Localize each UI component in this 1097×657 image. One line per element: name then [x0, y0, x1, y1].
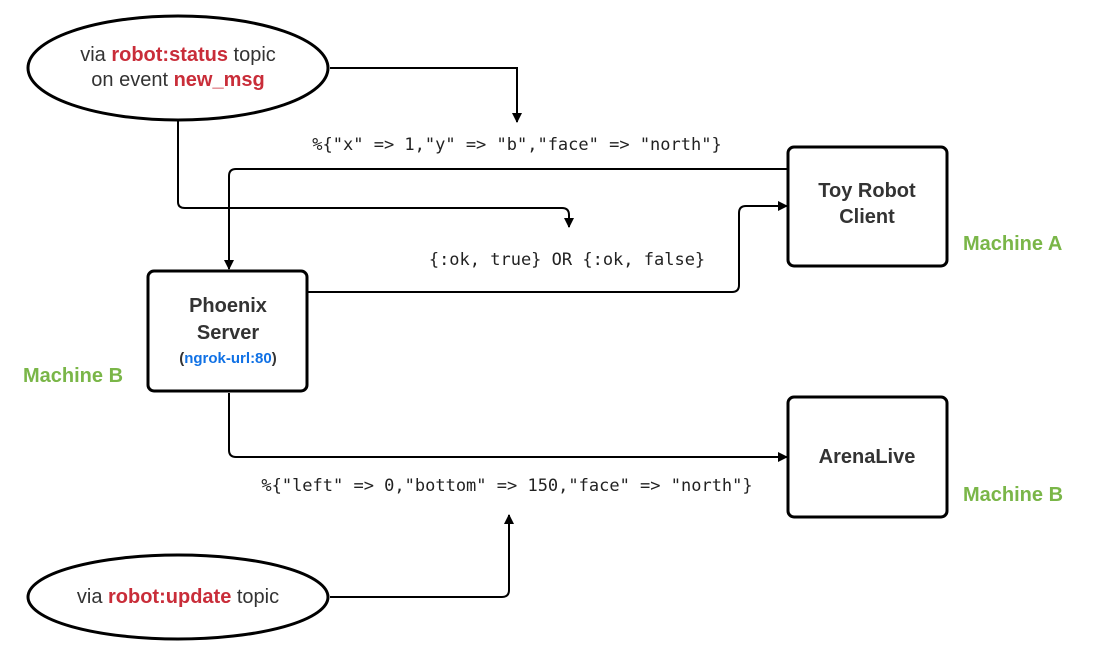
connector-update-to-payload	[330, 514, 514, 598]
connector-status-to-payload	[330, 67, 522, 123]
update-payload-label: %{"left" => 0,"bottom" => 150,"face" => …	[261, 476, 752, 496]
phoenix-server-label-line1: Phoenix	[189, 295, 267, 317]
reply-label: {:ok, true} OR {:ok, false}	[429, 250, 705, 270]
connector-server-to-arena	[228, 393, 788, 462]
connector-server-to-client	[306, 201, 788, 293]
connector-client-to-server	[224, 168, 788, 270]
update-topic-ellipse	[26, 553, 330, 641]
machine-a-label: Machine A	[963, 233, 1062, 255]
machine-b-left-label: Machine B	[23, 365, 123, 387]
phoenix-server-box	[146, 269, 309, 393]
status-topic-line2: on event new_msg	[91, 69, 264, 91]
toy-robot-client-box	[786, 145, 949, 268]
phoenix-server-label-line2: Server	[197, 322, 259, 344]
status-topic-line1: via robot:status topic	[80, 44, 276, 66]
toy-robot-client-label-line2: Client	[839, 206, 895, 228]
connector-status-to-reply	[177, 120, 574, 228]
toy-robot-client-label-line1: Toy Robot	[818, 180, 916, 202]
update-topic-label: via robot:update topic	[77, 586, 279, 608]
status-topic-ellipse	[26, 14, 330, 122]
machine-b-right-label: Machine B	[963, 484, 1063, 506]
arena-live-box	[786, 395, 949, 519]
phoenix-server-url: (ngrok-url:80)	[179, 350, 277, 367]
status-payload-label: %{"x" => 1,"y" => "b","face" => "north"}	[312, 135, 721, 155]
arena-live-label: ArenaLive	[819, 446, 916, 468]
